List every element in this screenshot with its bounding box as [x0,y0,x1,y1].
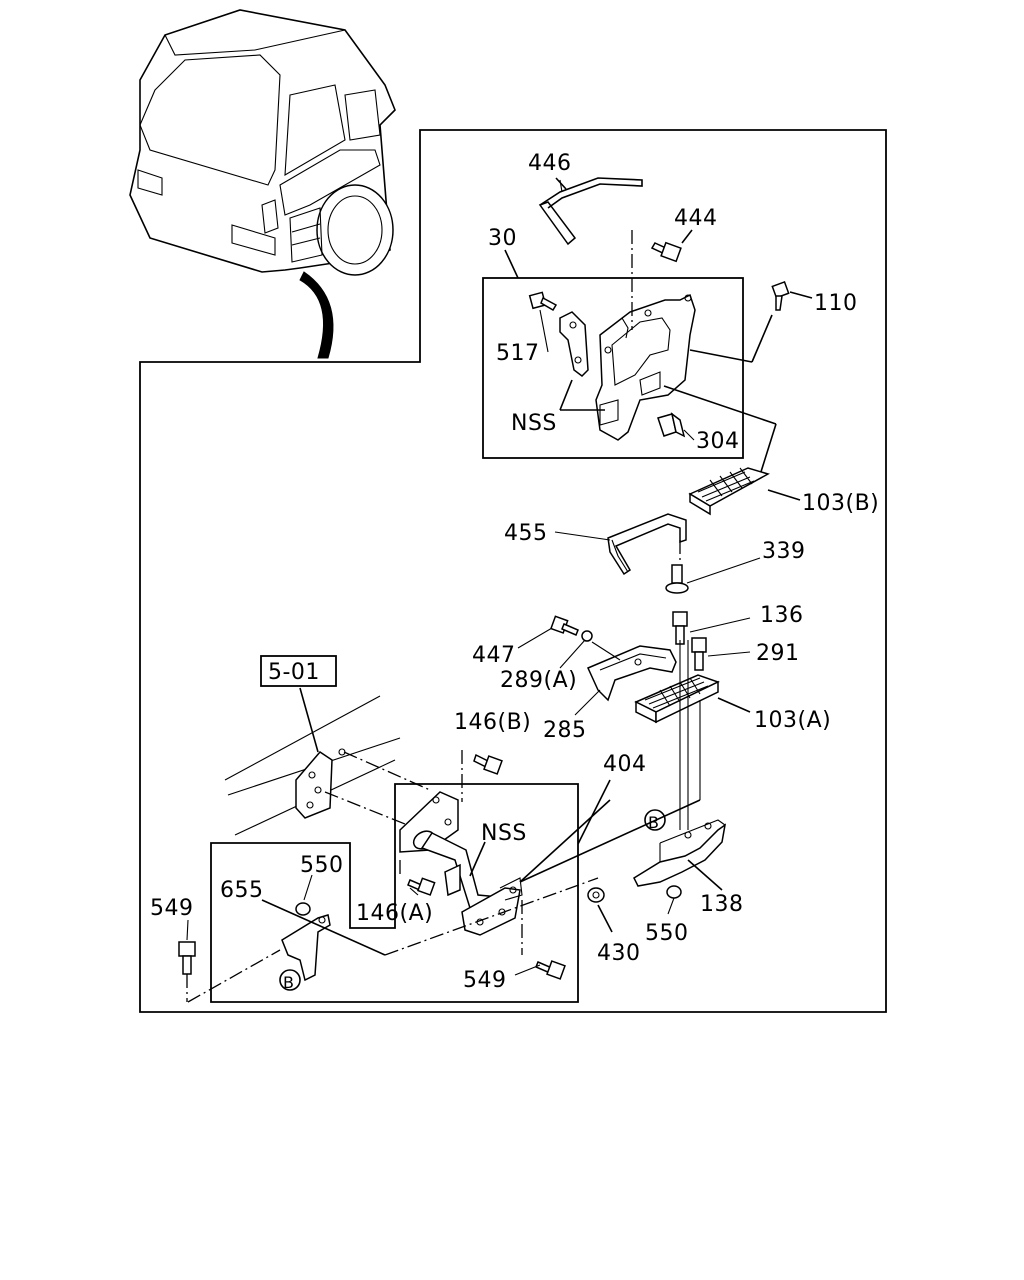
label-446: 446 [528,151,572,176]
bracket-assembly-30 [559,230,773,441]
washer-289a [581,630,593,642]
label-b-bottom: B [283,973,294,992]
assembly-30-box [482,277,744,459]
label-136: 136 [760,603,804,628]
bolt-517 [528,291,558,312]
label-655: 655 [220,878,264,903]
label-404: 404 [603,752,647,777]
nut-430 [587,887,613,933]
label-nss-top: NSS [511,411,557,436]
truck-cab-overview [129,9,396,359]
nut-550-left [295,902,311,916]
bolt-549-bottom [521,900,566,980]
label-289a: 289(A) [500,668,577,693]
step-assembly-404 [399,791,523,936]
label-285: 285 [543,718,587,743]
marker-b-top [644,809,666,831]
step-103a [634,674,751,724]
label-549-bottom: 549 [463,968,507,993]
marker-b-bottom [279,969,301,991]
bolt-447 [550,615,579,636]
pin-339 [665,564,689,594]
bolt-136 [672,611,688,645]
nut-550-right [666,885,682,899]
label-b-top: B [648,813,659,832]
label-103a: 103(A) [754,708,831,733]
bolt-110 [771,281,813,311]
bolt-146b [461,750,503,802]
label-138: 138 [700,892,744,917]
label-nss-mid: NSS [481,821,527,846]
label-30: 30 [488,226,517,251]
leader-lines [186,179,761,976]
label-304: 304 [696,429,740,454]
bolt-444 [650,229,693,263]
cover-138 [633,819,727,891]
part-labels: 446 444 30 110 517 NSS 304 103(B) 455 33… [150,151,879,993]
bolt-549-left [178,941,196,1002]
label-447: 447 [472,643,516,668]
bracket-285 [586,645,677,702]
assembly-404-box [210,783,579,1003]
bolt-146a [399,860,436,896]
chassis-frame [224,655,401,836]
label-444: 444 [674,206,718,231]
label-146a: 146(A) [356,901,433,926]
bolt-291 [691,637,707,671]
label-5-01: 5-01 [268,660,320,685]
step-103b [688,467,801,516]
rod-446 [538,177,643,246]
label-550-right: 550 [645,921,689,946]
bracket-655 [281,914,331,982]
label-146b: 146(B) [454,710,531,735]
label-517: 517 [496,341,540,366]
clip-304 [657,412,686,438]
label-339: 339 [762,539,806,564]
label-110: 110 [814,291,858,316]
label-103b: 103(B) [802,491,879,516]
main-frame [139,129,887,1013]
label-549-left: 549 [150,896,194,921]
label-291: 291 [756,641,800,666]
label-550-left: 550 [300,853,344,878]
label-455: 455 [504,521,548,546]
label-430: 430 [597,941,641,966]
bracket-455 [607,513,687,576]
